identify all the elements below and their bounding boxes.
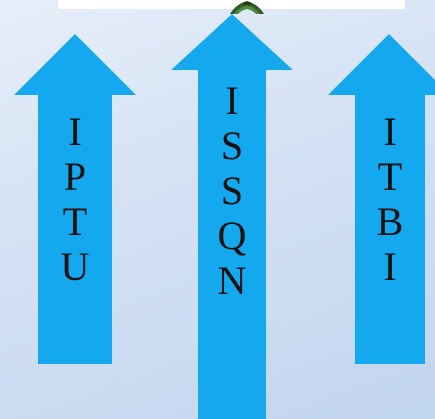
letter: I [383, 109, 397, 154]
arrow-iptu: I P T U [14, 34, 136, 364]
arrow-letters: I T B I [355, 95, 425, 289]
top-panel [58, 0, 405, 9]
green-emblem-icon [230, 1, 264, 14]
arrow-letters: I P T U [38, 95, 112, 289]
letter: S [220, 168, 244, 213]
letter: I [225, 78, 239, 123]
arrow-shape [171, 14, 293, 419]
arrow-shape [328, 34, 435, 364]
letter: U [60, 244, 90, 289]
letter: Q [217, 213, 247, 258]
letter: I [383, 244, 397, 289]
letter: T [62, 199, 88, 244]
letter: T [377, 154, 403, 199]
arrow-letters: I S S Q N [198, 70, 266, 303]
arrow-shape [14, 34, 136, 364]
letter: P [63, 154, 87, 199]
arrow-issqn: I S S Q N [171, 14, 293, 419]
letter: I [68, 109, 82, 154]
letter: S [220, 123, 244, 168]
letter: B [376, 199, 404, 244]
arrow-itbi: I T B I [328, 34, 435, 364]
letter: N [217, 258, 247, 303]
